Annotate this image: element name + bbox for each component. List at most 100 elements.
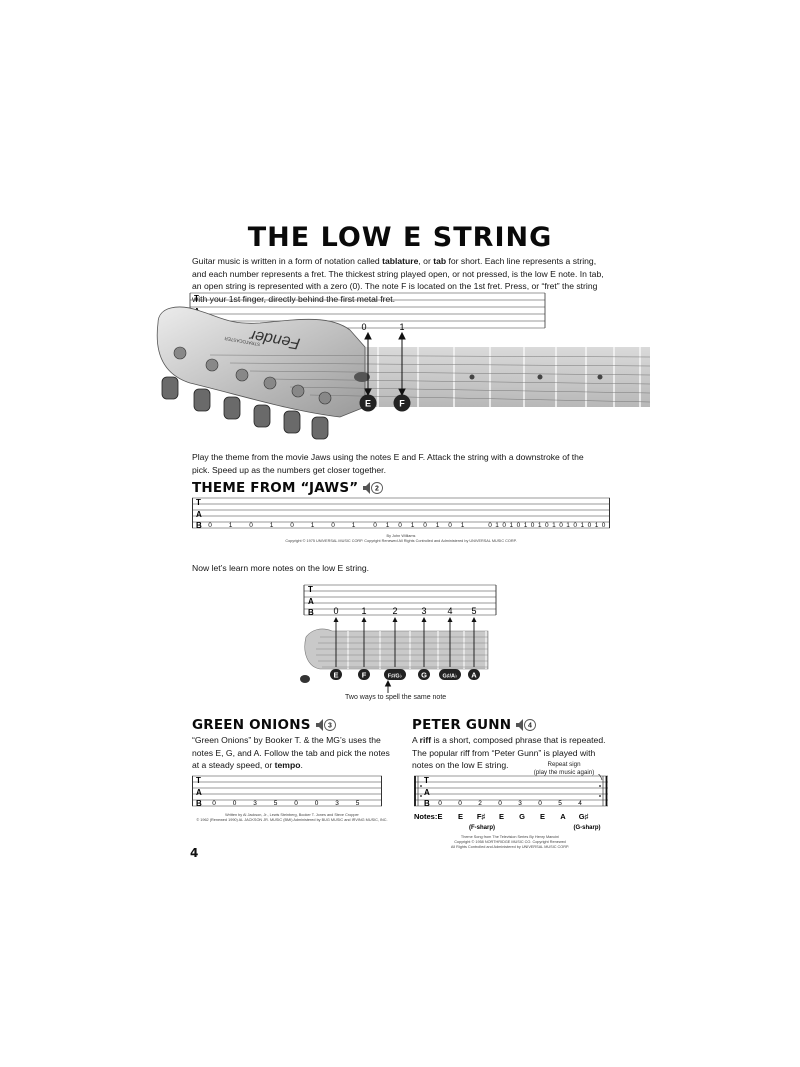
jaws-title: THEME FROM “JAWS” [192, 480, 359, 496]
pg-credit-line1: Theme Song from The Television Series By… [460, 835, 560, 839]
more-notes-note-label: A [471, 671, 477, 680]
more-notes-fret-number: 3 [421, 606, 426, 616]
pg-credit-line2: Copyright © 1958 NORTHRIDGE MUSIC CO. Co… [454, 840, 566, 845]
jaws-tab-a: A [196, 510, 202, 519]
jaws-tab-number: 0 [545, 522, 549, 529]
jaws-tab-number: 1 [311, 522, 315, 529]
more-notes-tab-staff [303, 584, 497, 616]
mini-tuner [300, 675, 310, 683]
go-tab-number: 5 [274, 800, 278, 807]
jaws-tab-number: 1 [538, 522, 542, 529]
jaws-tab-number: 1 [386, 522, 390, 529]
frets [377, 347, 641, 407]
more-notes-note-label: G [421, 671, 427, 680]
jaws-track-number: 2 [375, 486, 379, 493]
more-notes-fret-number: 0 [333, 606, 338, 616]
more-notes-note-circle [439, 669, 461, 680]
jaws-tab-number: 1 [509, 522, 513, 529]
speaker-icon: 4 [516, 719, 537, 731]
jaws-heading: THEME FROM “JAWS” 2 [192, 480, 384, 496]
jaws-tab-number: 1 [411, 522, 415, 529]
pg-note-name: E [458, 812, 463, 821]
page-title: THE LOW E STRING [247, 222, 553, 253]
pg-tab-number: 5 [558, 800, 562, 807]
jaws-tab-number: 1 [566, 522, 570, 529]
caption-arrow [384, 679, 392, 693]
peter-gunn-track-number: 4 [528, 723, 532, 730]
more-notes-note-label: G♯/A♭ [442, 674, 458, 680]
jaws-tab-number: 1 [352, 522, 356, 529]
jaws-tab-number: 0 [602, 522, 606, 529]
pg-sub-g-sharp: (G-sharp) [574, 825, 601, 831]
go-text-1: “Green Onions” by Booker T. & the MG’s u… [192, 735, 390, 771]
more-tab-t: T [308, 585, 313, 594]
jaws-instruction: Play the theme from the movie Jaws using… [192, 452, 584, 475]
jaws-tab-number: 0 [423, 522, 427, 529]
pg-note-name: E [499, 812, 504, 821]
jaws-tab-number: 0 [573, 522, 577, 529]
jaws-tab-number: 0 [559, 522, 563, 529]
peter-gunn-text: A riff is a short, composed phrase that … [412, 734, 608, 772]
go-text-2: . [300, 760, 303, 771]
pg-note-name: A [560, 812, 566, 821]
pg-note-name: G♯ [579, 812, 589, 821]
jaws-tab-number: 1 [436, 522, 440, 529]
go-tab-number: 5 [356, 800, 360, 807]
more-notes-fret-number: 5 [471, 606, 476, 616]
intro-bold-tab: tab [433, 256, 447, 266]
more-notes-note-circle [468, 669, 480, 680]
intro-text-1: Guitar music is written in a form of not… [192, 256, 383, 266]
pg-sub-f-sharp: (F-sharp) [469, 825, 495, 831]
jaws-tab-number: 1 [461, 522, 465, 529]
intro-text-3: for short. Each line represents a string… [192, 256, 604, 304]
jaws-tab-number: 1 [552, 522, 556, 529]
fig1-note-f: F [393, 394, 411, 412]
more-notes-caption: Two ways to spell the same note [345, 694, 447, 701]
stratocaster-logo: STRATOCASTER [223, 336, 260, 347]
jaws-tab-number: 1 [595, 522, 599, 529]
go-tab-number: 0 [294, 800, 298, 807]
headstock [156, 306, 366, 418]
pg-tab-b: B [424, 799, 430, 808]
string-posts [173, 346, 332, 405]
jaws-tab-number: 0 [249, 522, 253, 529]
jaws-tab-number: 0 [502, 522, 506, 529]
pg-bold-riff: riff [419, 735, 432, 745]
speaker-icon: 3 [315, 719, 336, 731]
jaws-tab-number: 1 [580, 522, 584, 529]
pg-tab-number: 4 [578, 800, 582, 807]
pg-tab-number: 3 [518, 800, 522, 807]
jaws-tab-number: 1 [229, 522, 233, 529]
tuner-keys [161, 376, 329, 440]
fig1-fret-1: 1 [399, 322, 404, 332]
repeat-sign-line2: (play the music again) [533, 769, 595, 776]
more-notes-arrowhead [392, 617, 398, 622]
go-tab-number: 0 [212, 800, 216, 807]
more-notes-note-circle [418, 669, 430, 680]
more-notes-note-label: F♯/G♭ [388, 674, 403, 680]
more-notes-fret-number: 2 [392, 606, 397, 616]
more-notes-arrowhead [447, 617, 453, 622]
pg-tab-number: 0 [458, 800, 462, 807]
jaws-tab-number: 0 [290, 522, 294, 529]
jaws-tab-number: 0 [488, 522, 492, 529]
intro-paragraph: Guitar music is written in a form of not… [192, 255, 604, 305]
jaws-tab-number: 1 [524, 522, 528, 529]
jaws-tab-number: 0 [517, 522, 521, 529]
more-notes-note-label: F [362, 671, 367, 680]
jaws-credit-line1: By John Williams [386, 534, 416, 538]
pg-tab-t: T [424, 776, 429, 785]
pg-note-name: G [519, 812, 525, 821]
pg-note-name: E [540, 812, 545, 821]
svg-text:F: F [399, 399, 405, 409]
jaws-tab-number: 0 [331, 522, 335, 529]
peter-gunn-credit: Theme Song from The Television Series By… [412, 835, 608, 851]
go-tab-number: 0 [315, 800, 319, 807]
jaws-tab-number: 0 [531, 522, 535, 529]
fig1-note-e: E [359, 394, 377, 412]
